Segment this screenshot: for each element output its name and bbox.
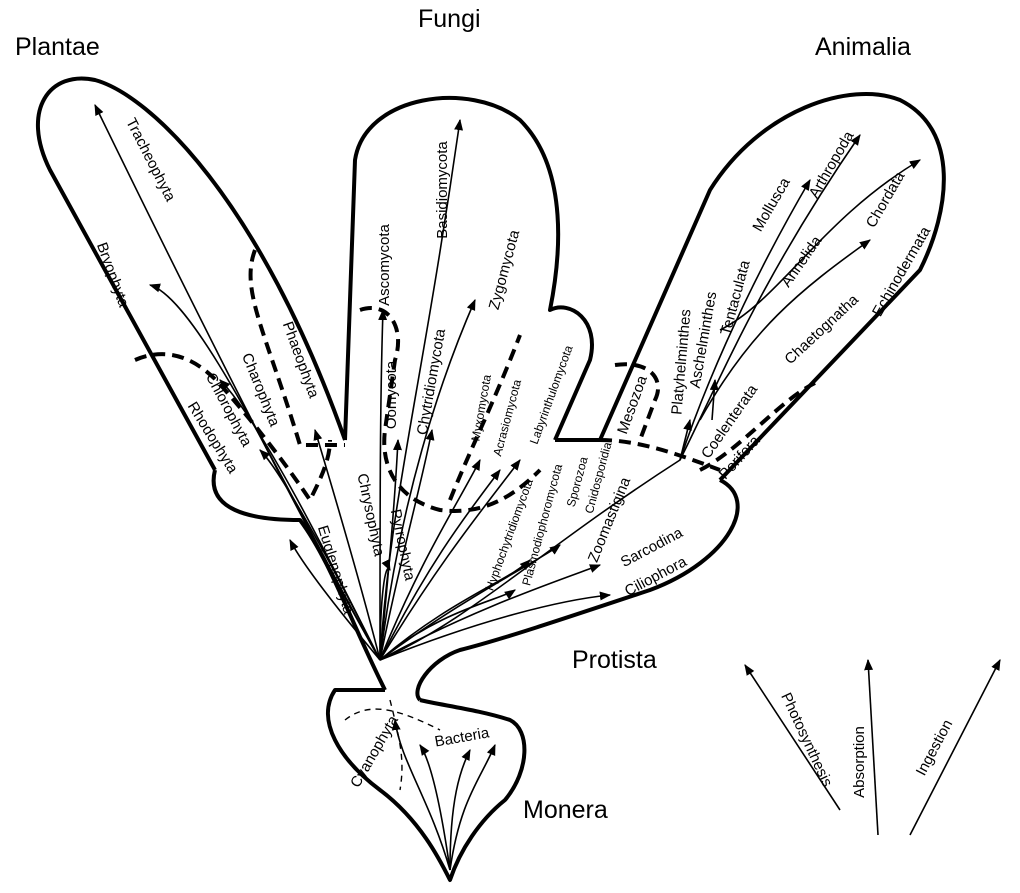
- kingdom-outlines: [36, 76, 946, 882]
- kingdom-label-monera: Monera: [523, 796, 608, 824]
- nutrition-legend: [744, 658, 1001, 836]
- taxon-label: Echinodermata: [869, 223, 934, 319]
- taxon-label: Chordata: [863, 168, 909, 231]
- ingestion-arrow: [909, 659, 1001, 836]
- taxon-label: Oomycota: [383, 360, 400, 429]
- taxon-label: Basidiomycota: [434, 141, 451, 239]
- animalia-dashed: [599, 362, 816, 472]
- legend-absorption-label: Absorption: [851, 726, 868, 798]
- taxon-label: Annelida: [778, 232, 826, 290]
- taxon-label: Labyrinthulomycota: [527, 343, 576, 446]
- monera-outline: [325, 688, 527, 882]
- photosynthesis-arrow: [744, 664, 841, 811]
- taxon-label: Mollusca: [749, 174, 794, 234]
- absorption-arrow: [864, 658, 879, 836]
- lineage-arrows: [94, 103, 921, 871]
- taxon-label: Bacteria: [433, 724, 491, 750]
- taxon-label: Chrysophyta: [353, 472, 387, 559]
- fungi-dashed: [359, 306, 542, 513]
- taxon-label: Arthropoda: [806, 128, 858, 201]
- kingdom-label-fungi: Fungi: [418, 5, 481, 33]
- taxon-label: Cyanophyta: [347, 712, 402, 790]
- taxon-label: Charophyta: [238, 351, 283, 430]
- plantae-dashed: [134, 249, 345, 504]
- taxon-label: Acrasiomycota: [490, 378, 524, 458]
- kingdom-label-protista: Protista: [572, 646, 657, 674]
- taxon-label: Chaetognatha: [781, 291, 862, 368]
- fungi-outline: [343, 95, 594, 441]
- animalia-outline: [555, 92, 946, 482]
- protista-outline: [211, 469, 740, 702]
- taxon-label: Euglenophyta: [314, 523, 357, 616]
- legend-ingestion-label: Ingestion: [913, 717, 957, 779]
- taxon-label: Bryophyta: [93, 240, 132, 310]
- taxon-label: Ascomycota: [376, 223, 393, 305]
- taxon-label: Tentaculata: [717, 258, 753, 337]
- kingdom-label-plantae: Plantae: [15, 33, 100, 61]
- kingdom-label-animalia: Animalia: [815, 33, 911, 61]
- taxon-label: Zygomycota: [486, 228, 524, 312]
- legend-photosynthesis-label: Photosynthesis: [777, 690, 835, 789]
- plantae-outline: [36, 76, 347, 471]
- taxon-label: Tracheophyta: [122, 115, 179, 205]
